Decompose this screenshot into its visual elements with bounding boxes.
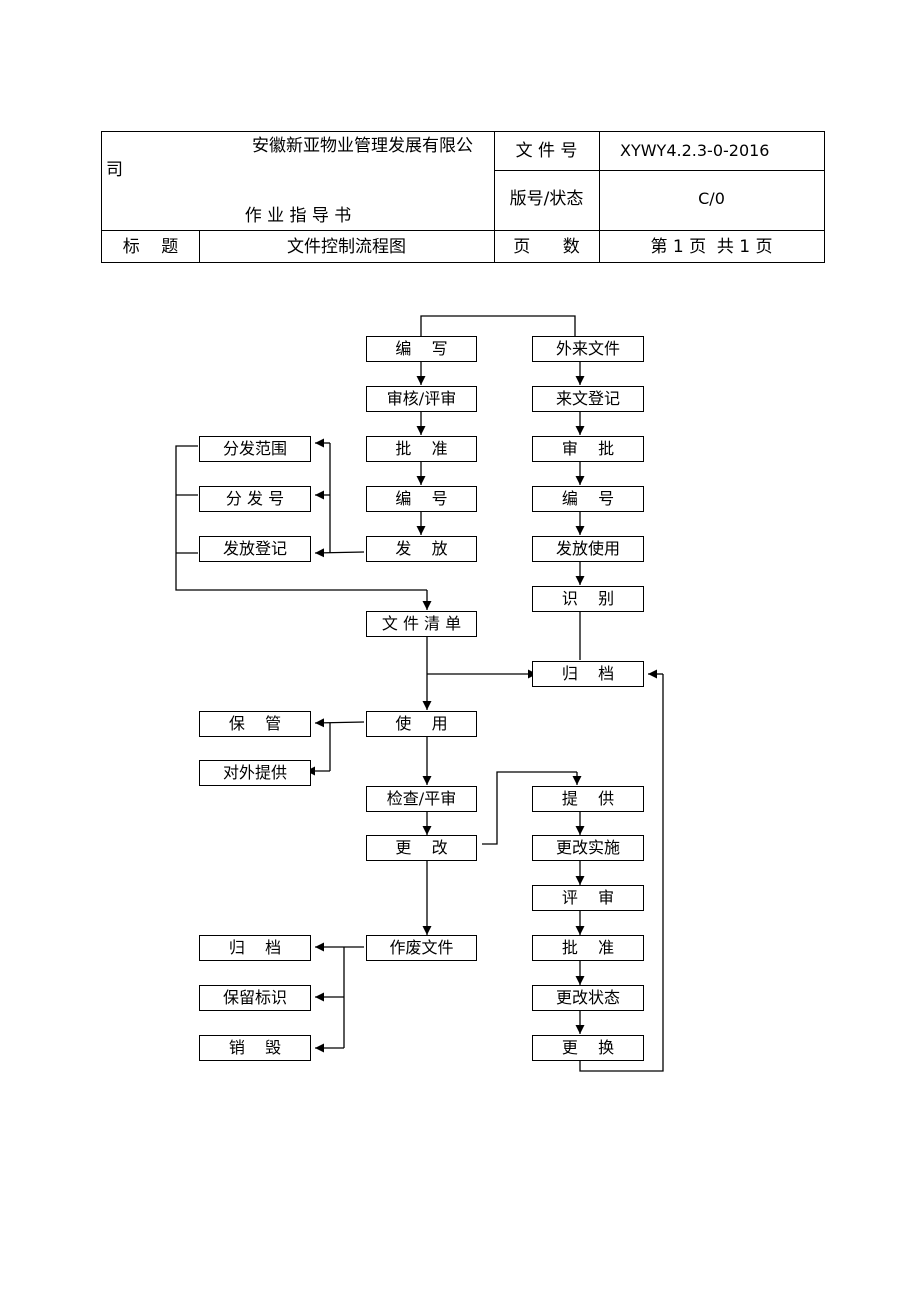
title-value: 文件控制流程图 bbox=[287, 237, 406, 257]
file-no-label: 文 件 号 bbox=[515, 141, 578, 161]
identify-box: 识 别 bbox=[532, 586, 644, 612]
document-header-table: 安徽新亚物业管理发展有限公 司 作 业 指 导 书 文 件 号 XYWY4.2.… bbox=[101, 131, 825, 263]
dist-no-box: 分 发 号 bbox=[199, 486, 311, 512]
external-supply-box: 对外提供 bbox=[199, 760, 311, 786]
title-label: 标 题 bbox=[122, 237, 179, 257]
issue-use-box: 发放使用 bbox=[532, 536, 644, 562]
review-box: 审核/评审 bbox=[366, 386, 477, 412]
company-name-cont: 司 bbox=[106, 160, 123, 180]
version-value: C/0 bbox=[698, 189, 725, 208]
ext-reg-box: 来文登记 bbox=[532, 386, 644, 412]
approve2-box: 批 准 bbox=[532, 935, 644, 961]
keep-box: 保 管 bbox=[199, 711, 311, 737]
change-status-box: 更改状态 bbox=[532, 985, 644, 1011]
destroy-box: 销 毁 bbox=[199, 1035, 311, 1061]
issue-reg-box: 发放登记 bbox=[199, 536, 311, 562]
inspect-box: 检查/平审 bbox=[366, 786, 477, 812]
pages-label: 页 数 bbox=[513, 237, 580, 257]
draft-box: 编 写 bbox=[366, 336, 477, 362]
ext-number-box: 编 号 bbox=[532, 486, 644, 512]
file-no-value: XYWY4.2.3-0-2016 bbox=[620, 141, 770, 160]
evaluate-box: 评 审 bbox=[532, 885, 644, 911]
obsolete-box: 作废文件 bbox=[366, 935, 477, 961]
ext-approve-box: 审 批 bbox=[532, 436, 644, 462]
provide-box: 提 供 bbox=[532, 786, 644, 812]
company-name: 安徽新亚物业管理发展有限公 bbox=[252, 136, 473, 156]
version-label: 版号/状态 bbox=[509, 189, 584, 209]
file-list-box: 文 件 清 单 bbox=[366, 611, 477, 637]
dist-scope-box: 分发范围 bbox=[199, 436, 311, 462]
change-box: 更 改 bbox=[366, 835, 477, 861]
pages-value: 第 1 页 共 1 页 bbox=[650, 237, 773, 257]
number-box: 编 号 bbox=[366, 486, 477, 512]
replace-box: 更 换 bbox=[532, 1035, 644, 1061]
issue-box: 发 放 bbox=[366, 536, 477, 562]
use-box: 使 用 bbox=[366, 711, 477, 737]
archive-left-box: 归 档 bbox=[199, 935, 311, 961]
change-impl-box: 更改实施 bbox=[532, 835, 644, 861]
archive-right-box: 归 档 bbox=[532, 661, 644, 687]
retain-mark-box: 保留标识 bbox=[199, 985, 311, 1011]
ext-file-box: 外来文件 bbox=[532, 336, 644, 362]
approve-box: 批 准 bbox=[366, 436, 477, 462]
doc-type: 作 业 指 导 书 bbox=[244, 206, 352, 226]
